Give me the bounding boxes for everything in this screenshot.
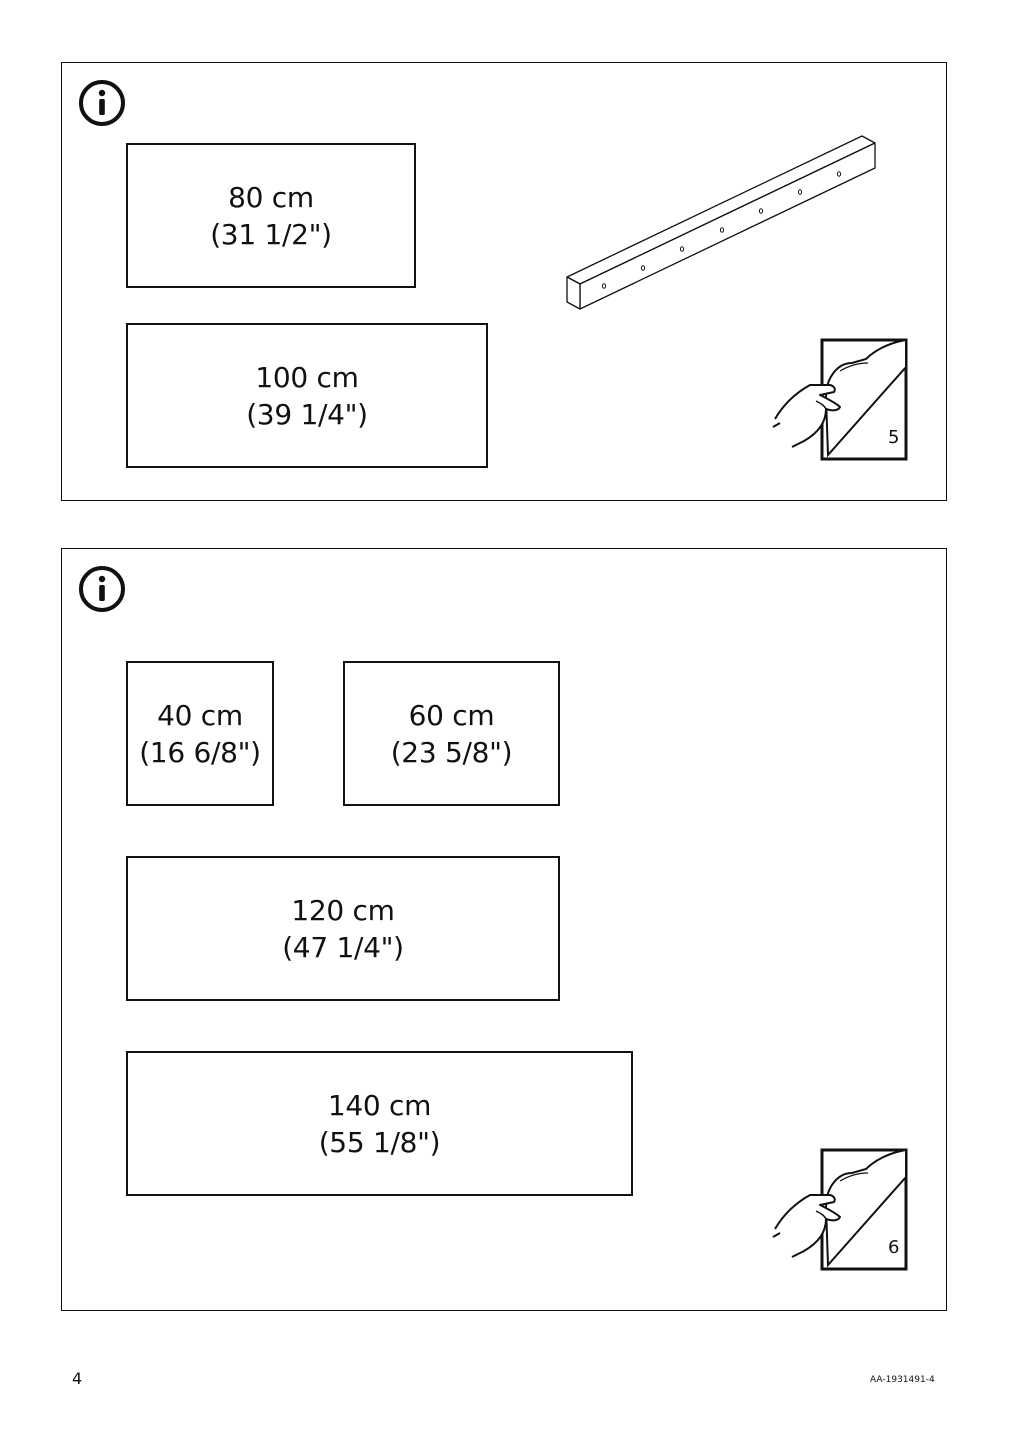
instruction-panel-1: 80 cm (31 1/2") 100 cm (39 1/4") <box>61 62 947 501</box>
sticker-number: 6 <box>888 1237 899 1258</box>
measure-box-120cm: 120 cm (47 1/4") <box>126 856 560 1001</box>
measure-metric: 60 cm <box>408 698 495 732</box>
measure-metric: 40 cm <box>157 698 243 732</box>
measure-metric: 100 cm <box>255 360 359 394</box>
measure-metric: 140 cm <box>327 1088 432 1122</box>
wooden-rail-illustration <box>566 135 876 310</box>
measure-box-100cm: 100 cm (39 1/4") <box>126 323 488 468</box>
measure-box-140cm: 140 cm (55 1/8") <box>126 1051 633 1196</box>
measure-box-40cm: 40 cm (16 6/8") <box>126 661 274 806</box>
measure-metric: 120 cm <box>291 893 395 927</box>
peel-sticker-hand-icon: 6 <box>772 1148 908 1271</box>
measure-imperial: (31 1/2") <box>210 217 332 251</box>
measure-imperial: (47 1/4") <box>282 930 404 964</box>
measure-imperial: (16 6/8") <box>139 735 261 769</box>
measure-imperial: (23 5/8") <box>390 735 513 769</box>
measure-imperial: (39 1/4") <box>246 397 368 431</box>
peel-sticker-illustration-5: 5 <box>770 337 910 467</box>
peel-sticker-hand-icon: 5 <box>772 338 908 461</box>
peel-sticker-illustration-6: 6 <box>770 1147 910 1277</box>
document-code: AA-1931491-4 <box>870 1375 935 1385</box>
page-number: 4 <box>72 1369 83 1388</box>
instruction-panel-2: 40 cm (16 6/8") 60 cm (23 5/8") 120 cm (… <box>61 548 947 1311</box>
sticker-number: 5 <box>888 427 899 448</box>
measure-imperial: (55 1/8") <box>318 1125 441 1159</box>
measure-metric: 80 cm <box>228 180 314 214</box>
info-icon <box>79 80 125 126</box>
measure-box-80cm: 80 cm (31 1/2") <box>126 143 416 288</box>
measure-box-60cm: 60 cm (23 5/8") <box>343 661 560 806</box>
info-icon <box>79 566 125 612</box>
